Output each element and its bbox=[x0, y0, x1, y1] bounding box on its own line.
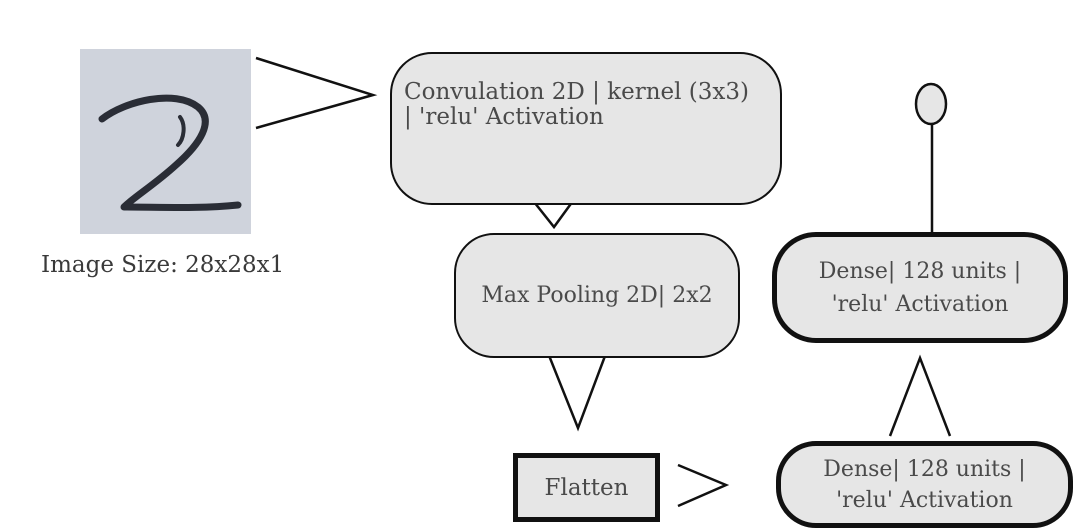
maxpool-label: Max Pooling 2D| 2x2 bbox=[481, 283, 713, 308]
connector-dense-bottom-to-dense-top bbox=[888, 354, 952, 437]
connector-maxpool-to-flatten bbox=[544, 347, 610, 432]
input-digit-image bbox=[80, 49, 251, 234]
flatten-label: Flatten bbox=[544, 474, 629, 501]
image-size-label: Image Size: 28x28x1 bbox=[41, 252, 285, 278]
connector-flatten-to-dense-bottom bbox=[677, 463, 730, 508]
dense-node-bottom: Dense| 128 units | 'relu' Activation bbox=[776, 441, 1073, 528]
conv2d-label-line1: Convulation 2D | kernel (3x3) bbox=[404, 79, 749, 105]
dense-bottom-label-line2: 'relu' Activation bbox=[836, 487, 1013, 513]
dense-node-top: Dense| 128 units | 'relu' Activation bbox=[772, 232, 1068, 343]
output-node bbox=[914, 82, 948, 126]
dense-top-label-line1: Dense| 128 units | bbox=[818, 258, 1022, 284]
digit-2-hook bbox=[176, 115, 186, 147]
conv2d-label-line2: | 'relu' Activation bbox=[404, 104, 604, 130]
dense-top-label-line2: 'relu' Activation bbox=[831, 291, 1009, 317]
digit-2-stroke bbox=[98, 94, 242, 211]
conv2d-node: Convulation 2D | kernel (3x3) | 'relu' A… bbox=[390, 52, 782, 205]
flatten-node: Flatten bbox=[513, 453, 660, 522]
maxpool-node: Max Pooling 2D| 2x2 bbox=[454, 233, 740, 358]
dense-bottom-label-line1: Dense| 128 units | bbox=[823, 456, 1026, 482]
connector-image-to-conv bbox=[255, 56, 378, 130]
